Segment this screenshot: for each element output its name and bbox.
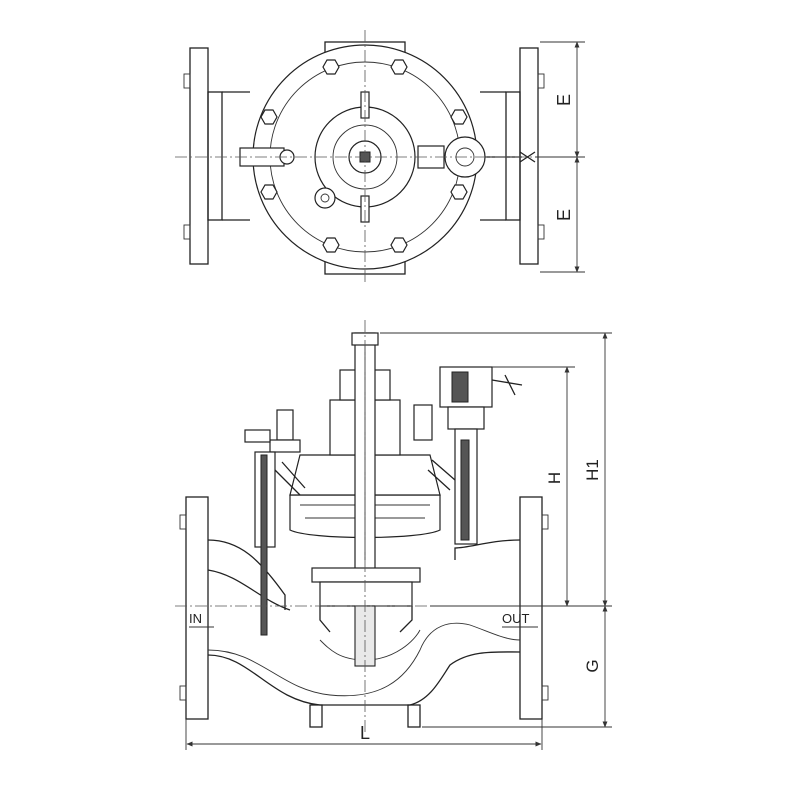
valve-body	[207, 539, 521, 706]
port-in-label: IN	[189, 611, 202, 626]
dim-e-upper-label: E	[554, 94, 574, 106]
dimension-e: E E	[535, 41, 585, 273]
dim-l-label: L	[360, 723, 370, 743]
inlet-flange	[185, 496, 209, 720]
dim-e-lower-label: E	[554, 209, 574, 221]
vertical-dimensions: H H1 G	[380, 332, 612, 728]
dim-g-label: G	[583, 659, 602, 672]
front-view: IN OUT H H1 G L	[175, 320, 612, 750]
top-view: E E	[175, 30, 585, 285]
right-pilot-assembly	[413, 366, 523, 545]
dim-h1-label: H1	[583, 459, 602, 481]
small-gauge	[314, 187, 336, 209]
outlet-flange	[519, 496, 543, 720]
left-flange	[189, 47, 209, 265]
port-out-label: OUT	[502, 611, 530, 626]
cover-bolts	[260, 59, 468, 253]
dim-h-label: H	[545, 472, 564, 484]
dimension-l: L	[185, 719, 543, 750]
left-pilot-assembly	[244, 409, 306, 636]
